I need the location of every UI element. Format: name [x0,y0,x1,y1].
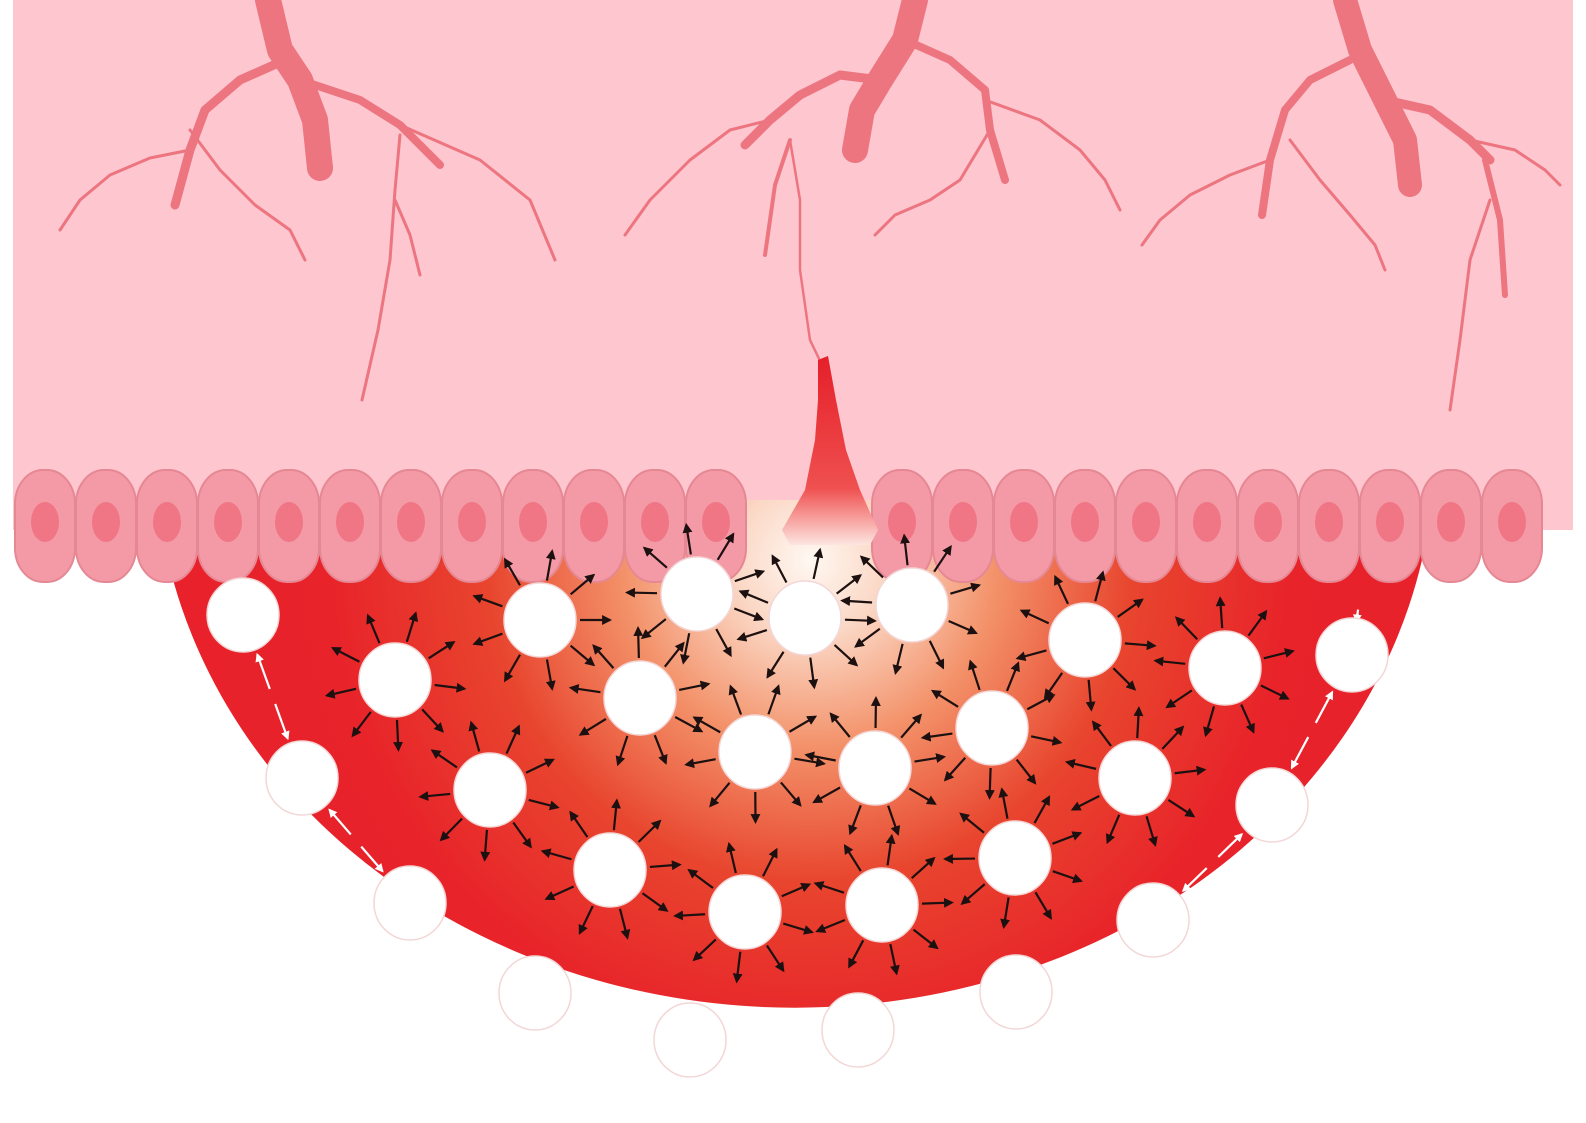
white-cell-icon [876,568,948,642]
white-cell-icon [839,731,911,805]
white-cell-icon [359,643,431,717]
white-cell-icon [709,875,781,949]
nucleus-icon [1315,502,1343,542]
nucleus-icon [888,502,916,542]
epithelial-cell-icon [320,470,380,582]
nucleus-icon [1132,502,1160,542]
nucleus-icon [1193,502,1221,542]
nucleus-icon [1376,502,1404,542]
nucleus-icon [1071,502,1099,542]
migration-arrow-icon [782,1032,816,1034]
epithelial-cell-icon [1238,470,1298,582]
migration-arrow-icon [444,928,466,944]
white-cell-icon [1099,741,1171,815]
epithelial-cell-icon [76,470,136,582]
nucleus-icon [458,502,486,542]
white-cell-icon [374,866,446,940]
white-cell-icon [454,753,526,827]
diffusion-arrow-icon [627,593,657,594]
nucleus-icon [1254,502,1282,542]
diffusion-arrow-icon [990,768,991,798]
white-cell-icon [1117,883,1189,957]
migration-arrow-icon [479,953,501,969]
diffusion-arrow-icon [638,628,639,658]
epithelial-cell-icon [503,470,563,582]
epithelial-cell-icon [1421,470,1481,582]
white-cell-icon [979,821,1051,895]
white-cell-icon [604,661,676,735]
diffusion-arrow-icon [845,620,875,621]
white-cell-icon [822,993,894,1067]
migration-arrow-icon [620,1019,650,1028]
epithelial-cell-icon [1482,470,1542,582]
migration-arrow-icon [1053,960,1077,973]
white-cell-icon [1049,603,1121,677]
epithelial-cell-icon [442,470,502,582]
epithelial-cell-icon [1360,470,1420,582]
white-cell-icon [499,956,571,1030]
migration-arrow-icon [945,1002,975,1009]
nucleus-icon [519,502,547,542]
epithelial-cell-icon [994,470,1054,582]
nucleus-icon [580,502,608,542]
epithelial-cell-icon [198,470,258,582]
nucleus-icon [949,502,977,542]
nucleus-icon [397,502,425,542]
nucleus-icon [214,502,242,542]
epithelial-cell-icon [1116,470,1176,582]
epithelial-cell-icon [1055,470,1115,582]
epithelial-cell-icon [933,470,993,582]
white-cell-icon [846,868,918,942]
epithelial-cell-icon [1299,470,1359,582]
white-cell-icon [574,833,646,907]
epithelial-cell-icon [259,470,319,582]
nucleus-icon [275,502,303,542]
white-cell-icon [1189,631,1261,705]
diffusion-arrow-icon [922,903,952,904]
nucleus-icon [702,502,730,542]
epithelial-cell-icon [15,470,75,582]
epithelial-cell-icon [564,470,624,582]
nucleus-icon [1010,502,1038,542]
white-cell-icon [1316,618,1388,692]
epithelial-cell-icon [872,470,932,582]
white-cell-icon [504,583,576,657]
migration-arrow-icon [732,1035,766,1037]
migration-arrow-icon [899,1013,929,1020]
white-cell-icon [207,578,279,652]
white-cell-icon [661,557,733,631]
white-cell-icon [769,581,841,655]
white-cell-icon [956,691,1028,765]
nucleus-icon [153,502,181,542]
white-cell-icon [719,715,791,789]
nucleus-icon [336,502,364,542]
nucleus-icon [1498,502,1526,542]
epithelial-cell-icon [381,470,441,582]
epithelial-cell-icon [1177,470,1237,582]
white-cell-icon [1236,768,1308,842]
white-cell-icon [266,741,338,815]
nucleus-icon [1437,502,1465,542]
nucleus-icon [31,502,59,542]
diffusion-arrow-icon [397,720,398,750]
nucleus-icon [92,502,120,542]
nucleus-icon [641,502,669,542]
migration-arrow-icon [575,1005,605,1014]
white-cell-icon [654,1003,726,1077]
epithelial-cell-icon [137,470,197,582]
white-cell-icon [980,955,1052,1029]
